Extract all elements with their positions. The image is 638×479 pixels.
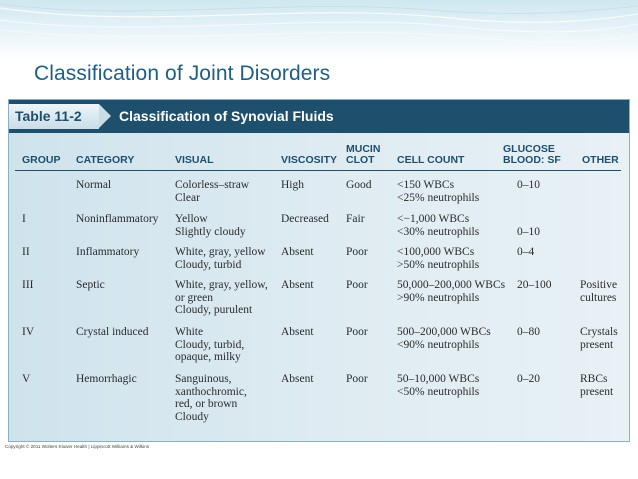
cell-cell-count: 500–200,000 WBCs<90% neutrophils: [397, 326, 491, 351]
table-number-tag: Table 11-2: [9, 104, 111, 129]
cell-category: Inflammatory: [76, 246, 140, 258]
wave-lines-decoration: [0, 3, 638, 43]
cell-mucin-clot: Poor: [346, 373, 368, 385]
cell-category: Crystal induced: [76, 326, 149, 338]
cell-cell-count: <−1,000 WBCs<30% neutrophils: [397, 213, 480, 238]
cell-viscosity: High: [281, 179, 304, 191]
column-header-category: CATEGORY: [76, 154, 135, 166]
column-header-group: GROUP: [22, 154, 61, 166]
cell-group: V: [22, 373, 31, 385]
column-header-cell-count: CELL COUNT: [397, 154, 465, 166]
column-header-mucin: MUCIN CLOT: [346, 143, 381, 166]
synovial-fluid-table: Table 11-2 Classification of Synovial Fl…: [8, 99, 630, 442]
cell-glucose: 0–80: [517, 326, 540, 338]
cell-group: IV: [22, 326, 35, 338]
cell-category: Septic: [76, 279, 105, 291]
cell-mucin-clot: Good: [346, 179, 372, 191]
cell-mucin-clot: Fair: [346, 213, 365, 225]
cell-viscosity: Absent: [281, 279, 314, 291]
cell-glucose: 0–10: [517, 225, 540, 238]
cell-category: Noninflammatory: [76, 213, 159, 225]
cell-cell-count: 50,000–200,000 WBCs>90% neutrophils: [397, 279, 506, 304]
decorative-header-band: [0, 0, 638, 60]
table-header-bar: [9, 100, 629, 133]
slide-title: Classification of Joint Disorders: [34, 62, 331, 85]
cell-viscosity: Decreased: [281, 213, 329, 225]
column-header-visual: VISUAL: [175, 154, 214, 166]
header-rule: [15, 170, 621, 171]
cell-glucose: 0–20: [517, 373, 540, 385]
cell-viscosity: Absent: [281, 246, 314, 258]
cell-viscosity: Absent: [281, 326, 314, 338]
cell-group: I: [22, 213, 26, 225]
cell-glucose: 0–10: [517, 179, 540, 191]
cell-group: II: [22, 246, 30, 258]
table-title: Classification of Synovial Fluids: [119, 108, 334, 124]
cell-glucose: 0–4: [517, 246, 535, 258]
cell-category: Normal: [76, 179, 112, 191]
cell-cell-count: <100,000 WBCs>50% neutrophils: [397, 246, 480, 271]
cell-cell-count: 50–10,000 WBCs<50% neutrophils: [397, 373, 480, 398]
cell-glucose: 20–100: [517, 279, 552, 291]
cell-category: Hemorrhagic: [76, 373, 137, 385]
column-header-viscosity: VISCOSITY: [281, 154, 338, 166]
column-header-other: OTHER: [582, 154, 619, 166]
cell-group: III: [22, 279, 34, 291]
cell-mucin-clot: Poor: [346, 246, 368, 258]
cell-viscosity: Absent: [281, 373, 314, 385]
copyright-notice: Copyright © 2011 Wolters Kluwer Health |…: [5, 444, 150, 449]
column-header-glucose: GLUCOSE BLOOD: SF: [503, 143, 561, 166]
cell-cell-count: <150 WBCs<25% neutrophils: [397, 179, 480, 204]
cell-mucin-clot: Poor: [346, 279, 368, 291]
cell-mucin-clot: Poor: [346, 326, 368, 338]
